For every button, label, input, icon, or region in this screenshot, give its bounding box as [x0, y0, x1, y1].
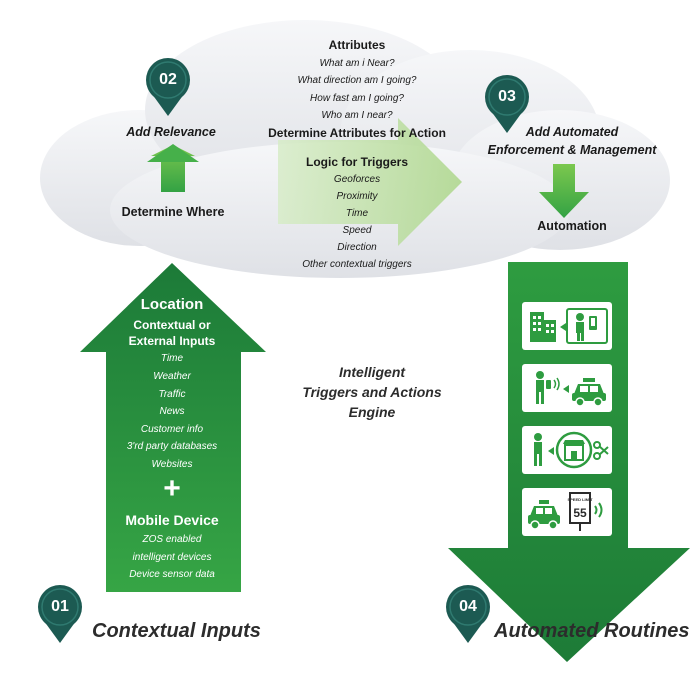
taxi-speed-limit-icon: SPEED LIMIT 55: [528, 492, 603, 531]
routine-panel: [522, 364, 612, 412]
person-store-scissors-icon: [534, 431, 609, 469]
routine-panel: SPEED LIMIT 55: [522, 488, 612, 536]
small-down-arrow: [539, 164, 589, 218]
step-04-label: Automated Routines: [494, 620, 690, 642]
pin-01-number: 01: [51, 598, 69, 615]
speed-sign-value: 55: [573, 506, 587, 520]
inputs-arrow: [80, 263, 266, 592]
pin-02-shape: [146, 58, 190, 116]
routine-panel: [522, 426, 612, 474]
step-01-label: Contextual Inputs: [92, 620, 261, 642]
building-person-phone-icon: [530, 308, 608, 344]
person-phone-taxi-icon: [536, 371, 606, 407]
pin-03-number: 03: [498, 88, 516, 105]
pin-02-number: 02: [159, 71, 177, 88]
pin-04-number: 04: [459, 598, 477, 615]
pin-01-shape: [38, 585, 82, 643]
pin-04-shape: [446, 585, 490, 643]
center-arrow: [278, 118, 462, 246]
routine-panel: [522, 302, 612, 350]
pin-03-shape: [485, 75, 529, 133]
speed-sign-label: SPEED LIMIT: [567, 497, 593, 502]
